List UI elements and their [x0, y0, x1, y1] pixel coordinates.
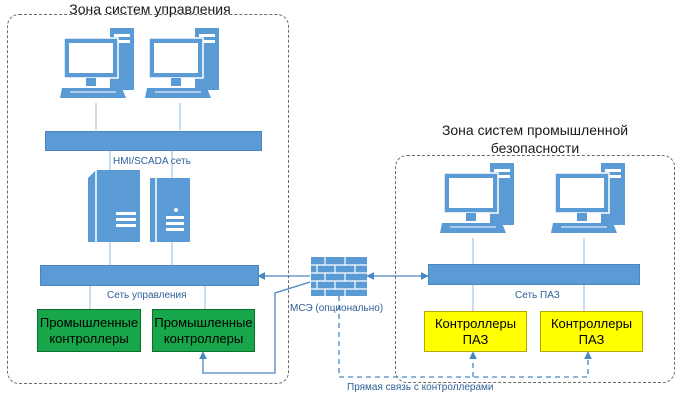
- firewall-label: МСЭ (опционально): [290, 303, 384, 314]
- server-icon: [88, 170, 140, 242]
- hmi-network-label: HMI/SCADA сеть: [113, 156, 191, 167]
- direct-link-label: Прямая связь с контроллерами: [347, 382, 494, 393]
- industrial-controller: Промышленные контроллеры: [37, 309, 141, 352]
- industrial-controller: Промышленные контроллеры: [152, 309, 255, 352]
- workstation-icon: [60, 28, 134, 98]
- control-network-bus: [40, 265, 259, 286]
- control-zone-title: Зона систем управления: [69, 1, 231, 17]
- firewall-icon: [311, 257, 367, 296]
- workstation-icon: [145, 28, 219, 98]
- control-zone: [7, 14, 289, 384]
- paz-controller: Контроллеры ПАЗ: [424, 311, 527, 352]
- control-network-label: Сеть управления: [107, 290, 187, 301]
- server-icon: [150, 178, 190, 242]
- hmi-network-bus: [45, 131, 262, 151]
- workstation-icon: [551, 163, 625, 233]
- workstation-icon: [440, 163, 514, 233]
- paz-controller: Контроллеры ПАЗ: [540, 311, 643, 352]
- paz-network-bus: [428, 264, 640, 285]
- safety-zone-title: Зона систем промышленной безопасности: [441, 122, 629, 156]
- paz-network-label: Сеть ПАЗ: [515, 290, 560, 301]
- safety-zone: [395, 155, 675, 383]
